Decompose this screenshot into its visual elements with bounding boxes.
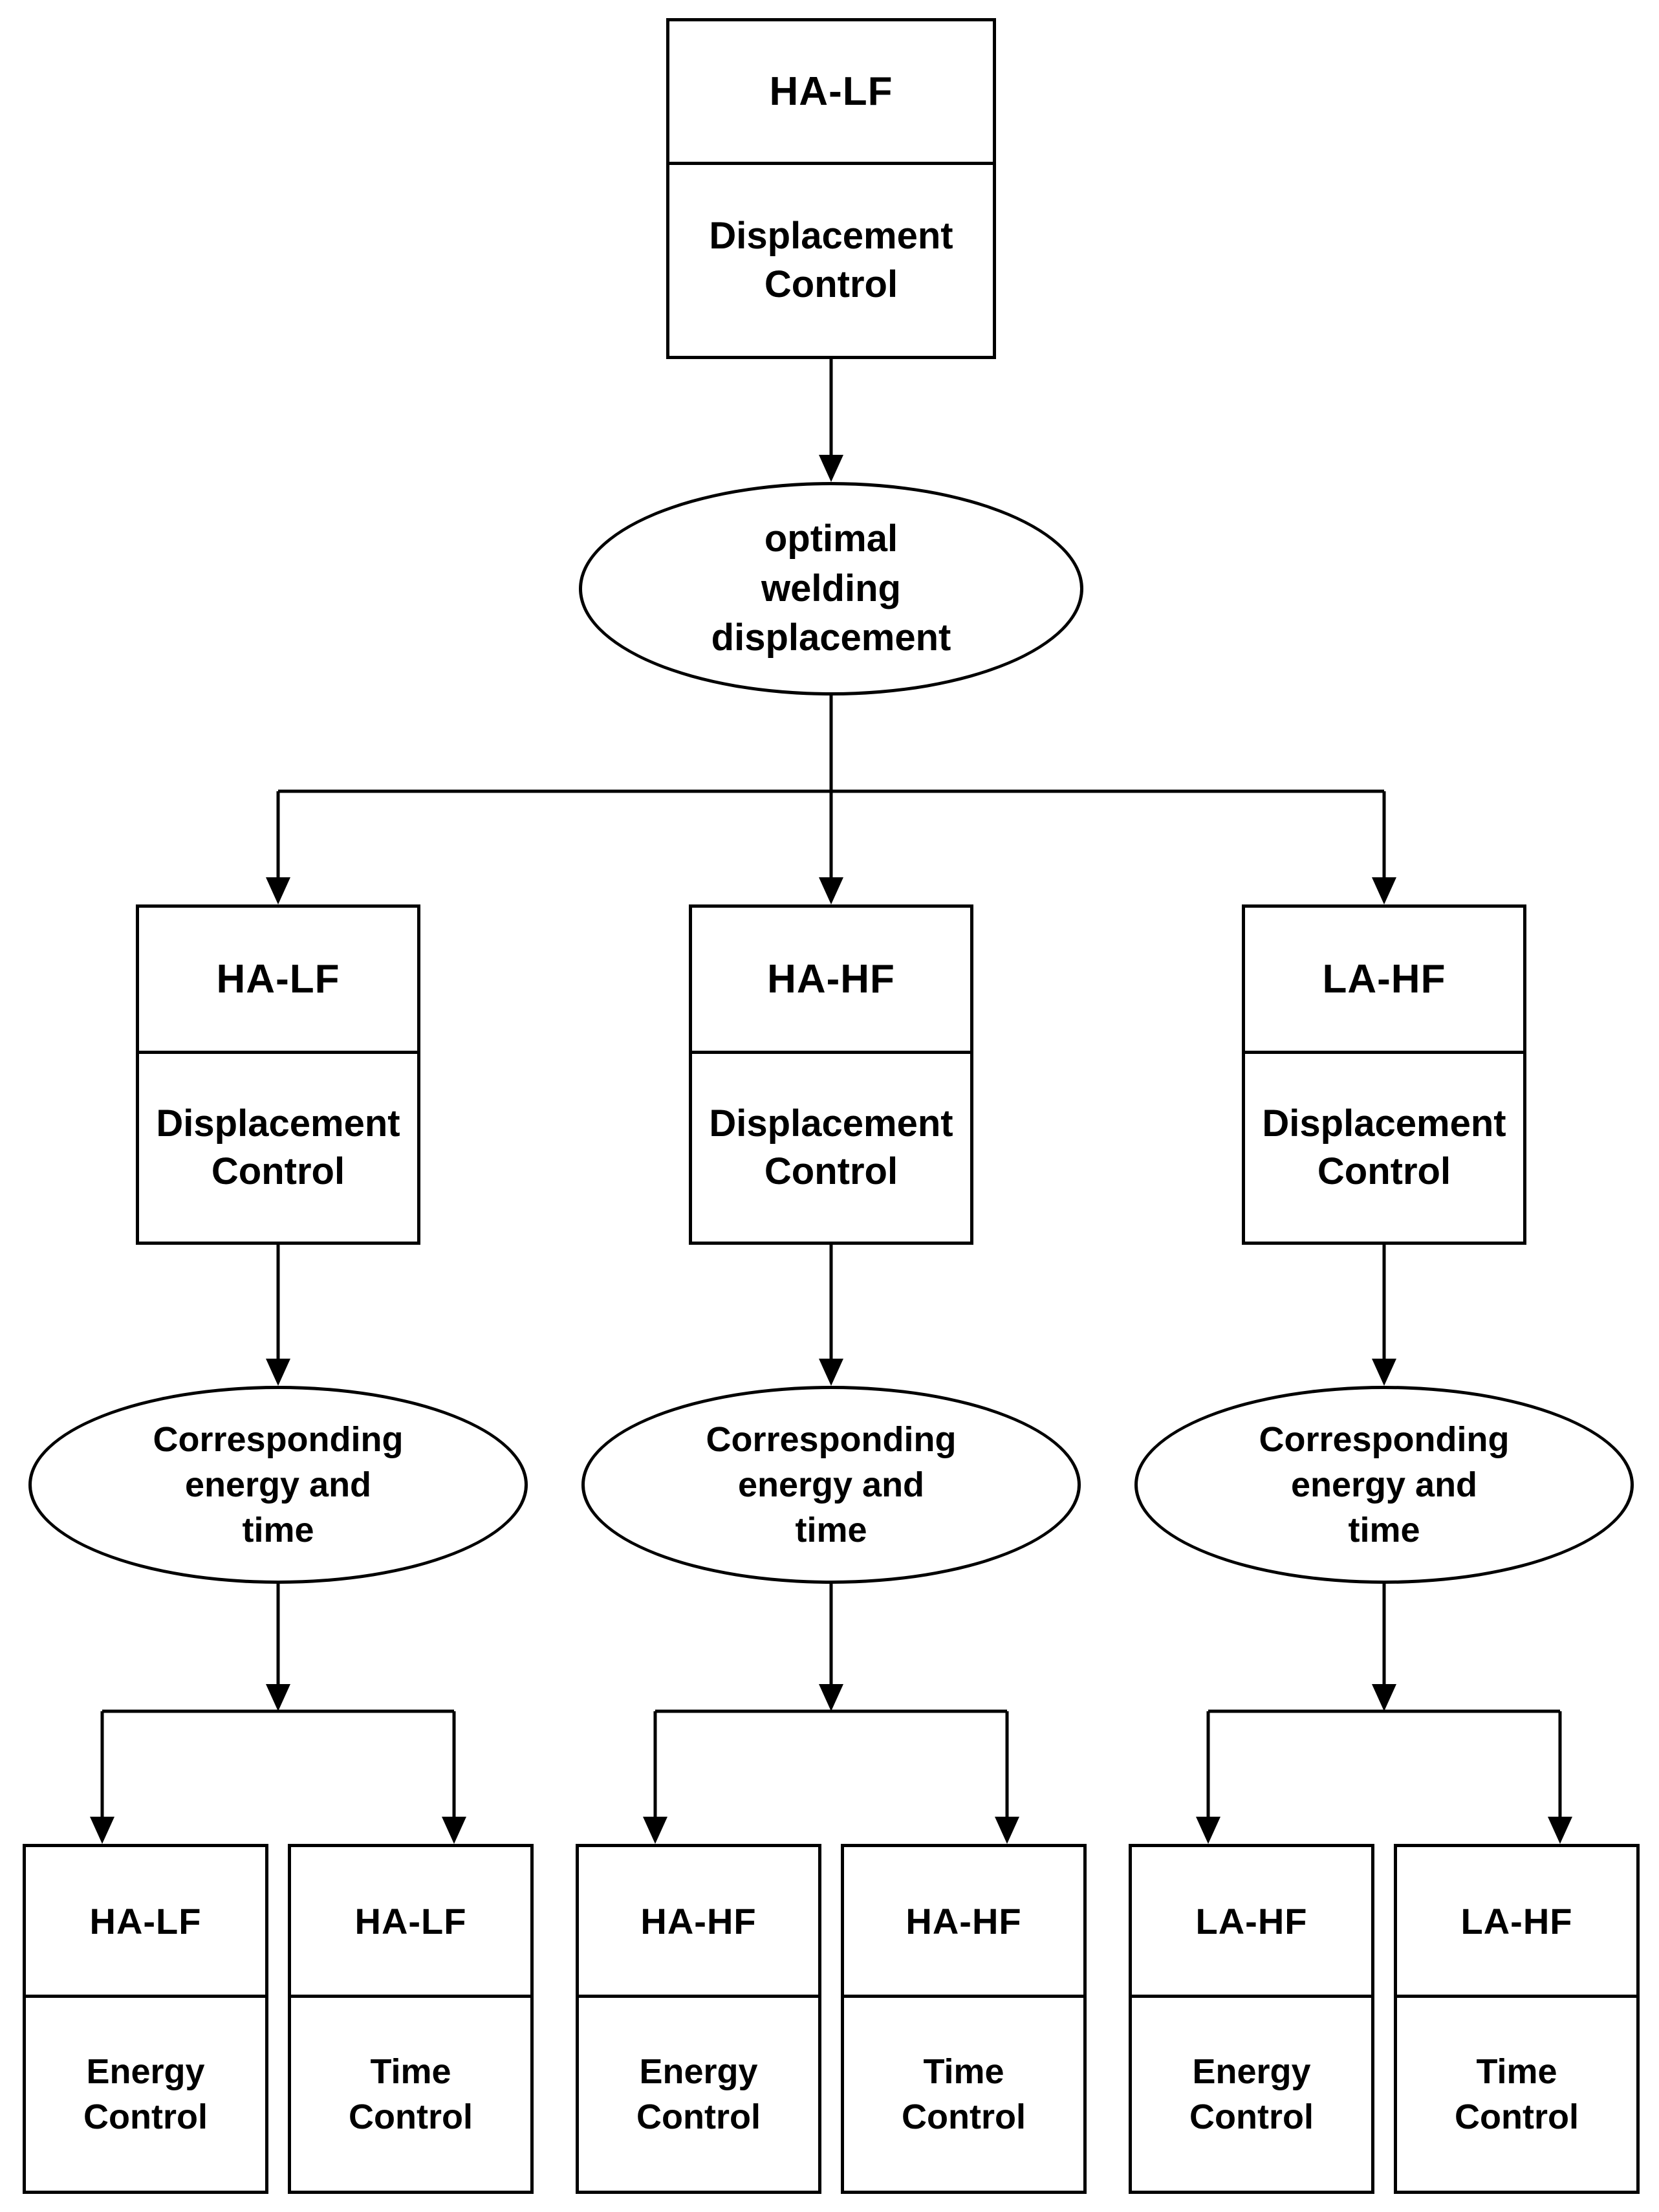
level1-box-ha-hf-subtitle-cell: Displacement Control — [692, 1054, 970, 1242]
arrowhead-leaf0-energy — [90, 1817, 114, 1844]
leaf-box-la-hf-energy: LA-HF Energy Control — [1129, 1844, 1374, 2194]
level1-box-ha-lf-subtitle-cell: Displacement Control — [139, 1054, 417, 1242]
leaf-box-la-hf-time-subtitle-cell: Time Control — [1397, 1998, 1636, 2191]
leaf-box-la-hf-energy-title: LA-HF — [1195, 1900, 1308, 1942]
arrowhead-box-half — [266, 877, 290, 904]
level1-box-la-hf-title: LA-HF — [1322, 957, 1446, 1002]
leaf-box-ha-lf-energy-title: HA-LF — [89, 1900, 202, 1942]
optimal-welding-displacement-ellipse: optimal welding displacement — [579, 482, 1083, 695]
arrowhead-junction2 — [1372, 1684, 1396, 1711]
level1-box-ha-hf: HA-HF Displacement Control — [689, 904, 973, 1245]
leaf-box-ha-lf-energy-subtitle-cell: Energy Control — [26, 1998, 265, 2191]
arrowhead-leaf2-energy — [1196, 1817, 1220, 1844]
leaf-box-ha-hf-time-subtitle-cell: Time Control — [844, 1998, 1083, 2191]
leaf-box-la-hf-time-subtitle: Time Control — [1455, 2052, 1579, 2136]
level1-box-la-hf-subtitle: Displacement Control — [1262, 1102, 1506, 1192]
corresponding-ellipse-la-hf-label: Corresponding energy and time — [1259, 1419, 1510, 1550]
leaf-box-la-hf-time-title-cell: LA-HF — [1397, 1847, 1636, 1998]
level1-box-ha-hf-title-cell: HA-HF — [692, 908, 970, 1054]
arrowhead-ellipse2 — [1372, 1359, 1396, 1386]
leaf-box-ha-hf-time-title: HA-HF — [905, 1900, 1022, 1942]
level1-box-ha-lf-title-cell: HA-LF — [139, 908, 417, 1054]
level1-box-la-hf: LA-HF Displacement Control — [1242, 904, 1526, 1245]
arrowhead-box-hahf — [819, 877, 843, 904]
corresponding-ellipse-ha-lf: Corresponding energy and time — [28, 1386, 528, 1584]
corresponding-ellipse-ha-hf: Corresponding energy and time — [581, 1386, 1081, 1584]
level1-box-ha-hf-title: HA-HF — [767, 957, 895, 1002]
leaf-box-la-hf-time-title: LA-HF — [1460, 1900, 1573, 1942]
leaf-box-ha-hf-time-subtitle: Time Control — [902, 2052, 1026, 2136]
arrowhead-leaf2-time — [1548, 1817, 1572, 1844]
leaf-box-ha-lf-time-title: HA-LF — [354, 1900, 467, 1942]
corresponding-ellipse-la-hf: Corresponding energy and time — [1134, 1386, 1634, 1584]
arrowhead-leaf0-time — [442, 1817, 466, 1844]
root-box-title-cell: HA-LF — [669, 21, 993, 165]
optimal-ellipse-label: optimal welding displacement — [711, 518, 951, 659]
leaf-box-ha-hf-energy: HA-HF Energy Control — [576, 1844, 821, 2194]
leaf-box-la-hf-time: LA-HF Time Control — [1394, 1844, 1640, 2194]
leaf-box-la-hf-energy-subtitle: Energy Control — [1189, 2052, 1314, 2136]
arrowhead-leaf1-energy — [643, 1817, 667, 1844]
level1-box-ha-lf-title: HA-LF — [216, 957, 340, 1002]
leaf-box-ha-lf-time: HA-LF Time Control — [288, 1844, 534, 2194]
leaf-box-la-hf-energy-title-cell: LA-HF — [1132, 1847, 1371, 1998]
arrowhead-ellipse1 — [819, 1359, 843, 1386]
leaf-box-ha-lf-time-subtitle-cell: Time Control — [291, 1998, 530, 2191]
leaf-box-ha-hf-energy-subtitle-cell: Energy Control — [579, 1998, 818, 2191]
root-box-subtitle-cell: Displacement Control — [669, 165, 993, 356]
arrowhead-optimal — [819, 455, 843, 482]
leaf-box-la-hf-energy-subtitle-cell: Energy Control — [1132, 1998, 1371, 2191]
leaf-box-ha-lf-time-subtitle: Time Control — [349, 2052, 473, 2136]
leaf-box-ha-hf-energy-title-cell: HA-HF — [579, 1847, 818, 1998]
leaf-box-ha-lf-energy-subtitle: Energy Control — [83, 2052, 208, 2136]
leaf-box-ha-hf-time-title-cell: HA-HF — [844, 1847, 1083, 1998]
leaf-box-ha-lf-time-title-cell: HA-LF — [291, 1847, 530, 1998]
arrowhead-junction1 — [819, 1684, 843, 1711]
arrowhead-box-lahf — [1372, 877, 1396, 904]
root-box-title: HA-LF — [769, 69, 893, 114]
arrowhead-leaf1-time — [995, 1817, 1019, 1844]
leaf-box-ha-lf-energy: HA-LF Energy Control — [23, 1844, 268, 2194]
level1-box-la-hf-title-cell: LA-HF — [1245, 908, 1523, 1054]
level1-box-la-hf-subtitle-cell: Displacement Control — [1245, 1054, 1523, 1242]
corresponding-ellipse-ha-lf-label: Corresponding energy and time — [153, 1419, 404, 1550]
level1-box-ha-hf-subtitle: Displacement Control — [709, 1102, 953, 1192]
level1-box-ha-lf-subtitle: Displacement Control — [156, 1102, 400, 1192]
level1-box-ha-lf: HA-LF Displacement Control — [136, 904, 420, 1245]
leaf-box-ha-lf-energy-title-cell: HA-LF — [26, 1847, 265, 1998]
root-box-ha-lf: HA-LF Displacement Control — [666, 18, 996, 359]
leaf-box-ha-hf-time: HA-HF Time Control — [841, 1844, 1087, 2194]
leaf-box-ha-hf-energy-title: HA-HF — [640, 1900, 757, 1942]
leaf-box-ha-hf-energy-subtitle: Energy Control — [636, 2052, 761, 2136]
arrowhead-junction0 — [266, 1684, 290, 1711]
root-box-subtitle: Displacement Control — [709, 215, 953, 305]
corresponding-ellipse-ha-hf-label: Corresponding energy and time — [706, 1419, 957, 1550]
arrowhead-ellipse0 — [266, 1359, 290, 1386]
